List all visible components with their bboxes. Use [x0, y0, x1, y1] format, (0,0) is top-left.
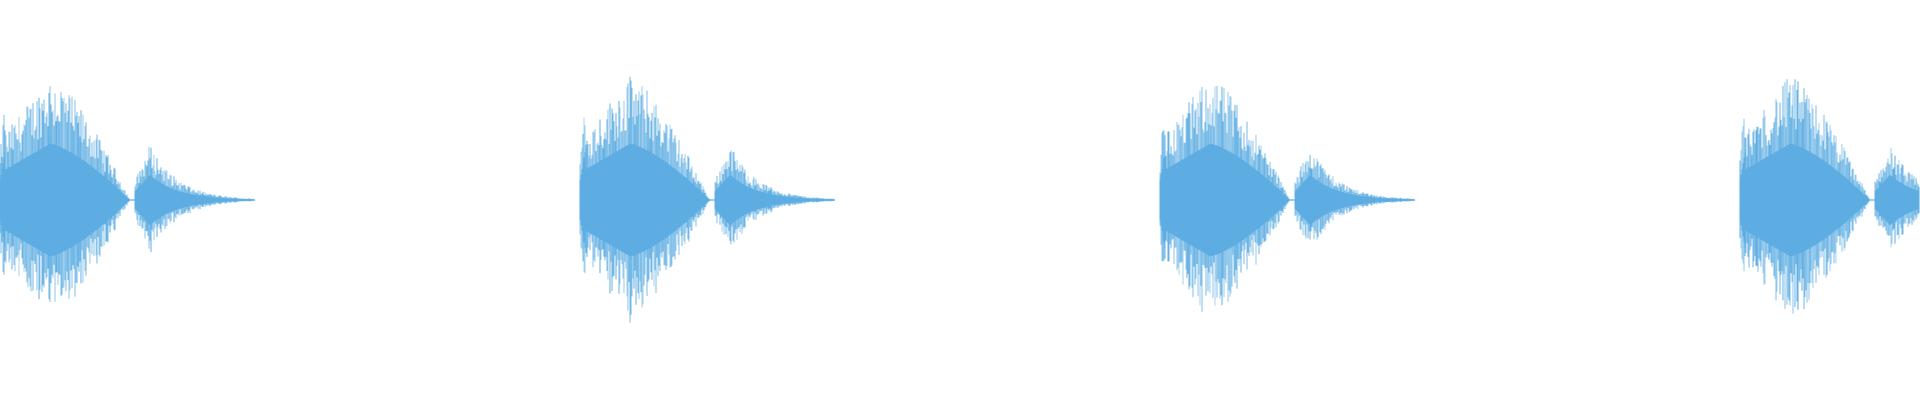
waveform-lines — [0, 76, 1920, 323]
